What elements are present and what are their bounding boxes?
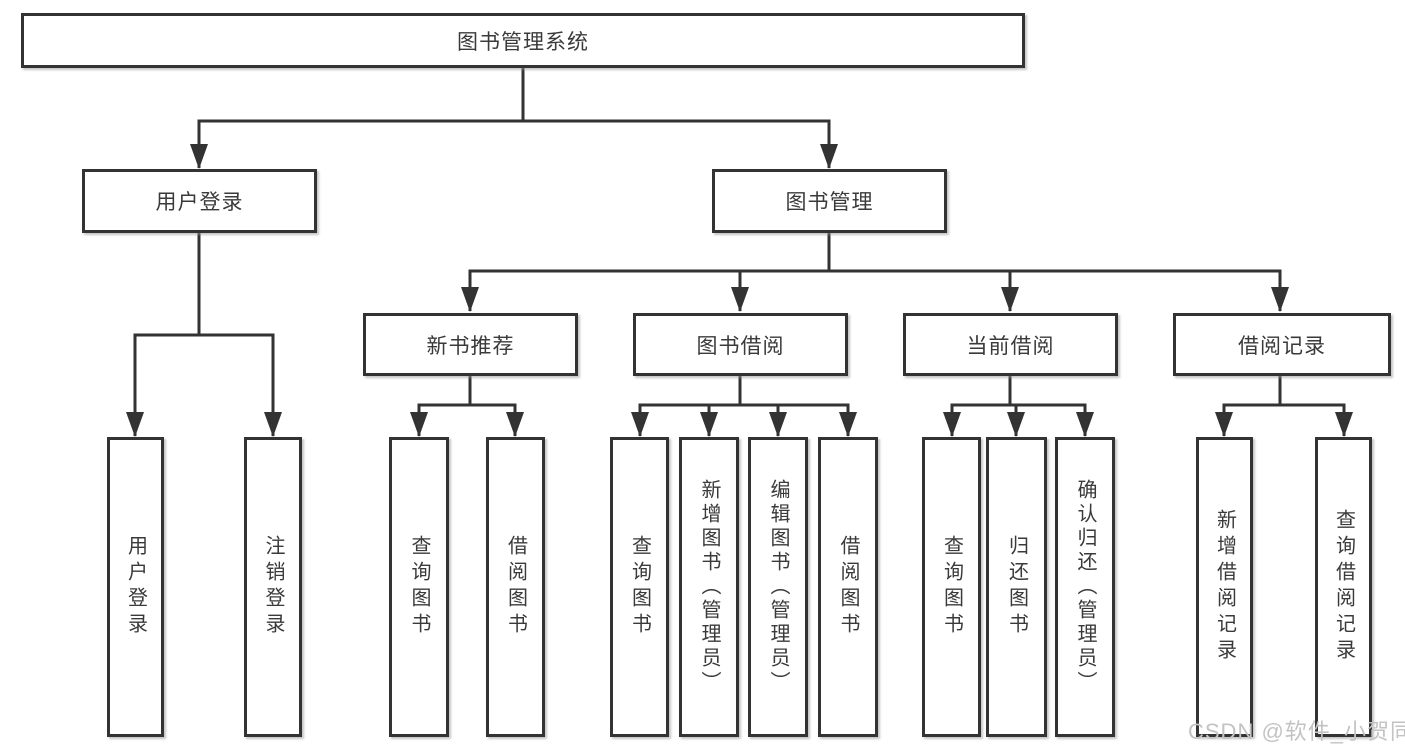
- node-user-login: 用户登录: [82, 169, 317, 233]
- watermark: CSDN @软件_小贺同学: [1188, 719, 1405, 744]
- leaf-add-book-admin: 新增图书（管理员）: [679, 437, 739, 737]
- leaf-query-borrow-record-label: 查询借阅记录: [1332, 509, 1355, 665]
- leaf-query-books-borrowing-label: 查询图书: [628, 535, 651, 639]
- leaf-logout-label: 注销登录: [262, 535, 284, 639]
- node-current-borrowing-label: 当前借阅: [966, 334, 1055, 358]
- leaf-user-login: 用户登录: [107, 437, 164, 737]
- node-current-borrowing: 当前借阅: [903, 313, 1118, 376]
- leaf-confirm-return-admin: 确认归还（管理员）: [1055, 437, 1115, 737]
- leaf-borrow-books: 借阅图书: [818, 437, 878, 737]
- leaf-return-books: 归还图书: [986, 437, 1047, 737]
- node-book-borrowing: 图书借阅: [633, 313, 848, 376]
- leaf-borrow-books-label: 借阅图书: [837, 535, 859, 639]
- leaf-user-login-label: 用户登录: [124, 535, 147, 639]
- leaf-return-books-label: 归还图书: [1005, 535, 1028, 639]
- node-user-login-label: 用户登录: [155, 191, 244, 214]
- node-borrow-records-label: 借阅记录: [1238, 334, 1326, 358]
- leaf-query-books-recommend-label: 查询图书: [408, 535, 430, 639]
- leaf-query-books-current-label: 查询图书: [940, 535, 963, 639]
- leaf-borrow-books-recommend-label: 借阅图书: [504, 535, 527, 639]
- leaf-query-books-current: 查询图书: [922, 437, 981, 737]
- leaf-add-book-admin-label: 新增图书（管理员）: [698, 479, 720, 695]
- node-book-management-label: 图书管理: [785, 191, 874, 214]
- node-root-system-label: 图书管理系统: [457, 30, 589, 54]
- leaf-add-borrow-record-label: 新增借阅记录: [1213, 509, 1236, 665]
- leaf-query-books-recommend: 查询图书: [389, 437, 449, 737]
- leaf-confirm-return-admin-label: 确认归还（管理员）: [1074, 479, 1096, 695]
- node-borrow-records: 借阅记录: [1173, 313, 1391, 376]
- leaf-edit-book-admin: 编辑图书（管理员）: [748, 437, 808, 737]
- node-book-management: 图书管理: [712, 169, 947, 233]
- node-new-book-recommend-label: 新书推荐: [426, 334, 515, 358]
- leaf-edit-book-admin-label: 编辑图书（管理员）: [767, 479, 789, 695]
- node-root-system: 图书管理系统: [21, 13, 1025, 68]
- leaf-logout: 注销登录: [244, 437, 302, 737]
- node-new-book-recommend: 新书推荐: [363, 313, 578, 376]
- leaf-query-borrow-record: 查询借阅记录: [1315, 437, 1372, 737]
- leaf-borrow-books-recommend: 借阅图书: [486, 437, 545, 737]
- leaf-query-books-borrowing: 查询图书: [610, 437, 669, 737]
- leaf-add-borrow-record: 新增借阅记录: [1196, 437, 1253, 737]
- node-book-borrowing-label: 图书借阅: [696, 334, 785, 358]
